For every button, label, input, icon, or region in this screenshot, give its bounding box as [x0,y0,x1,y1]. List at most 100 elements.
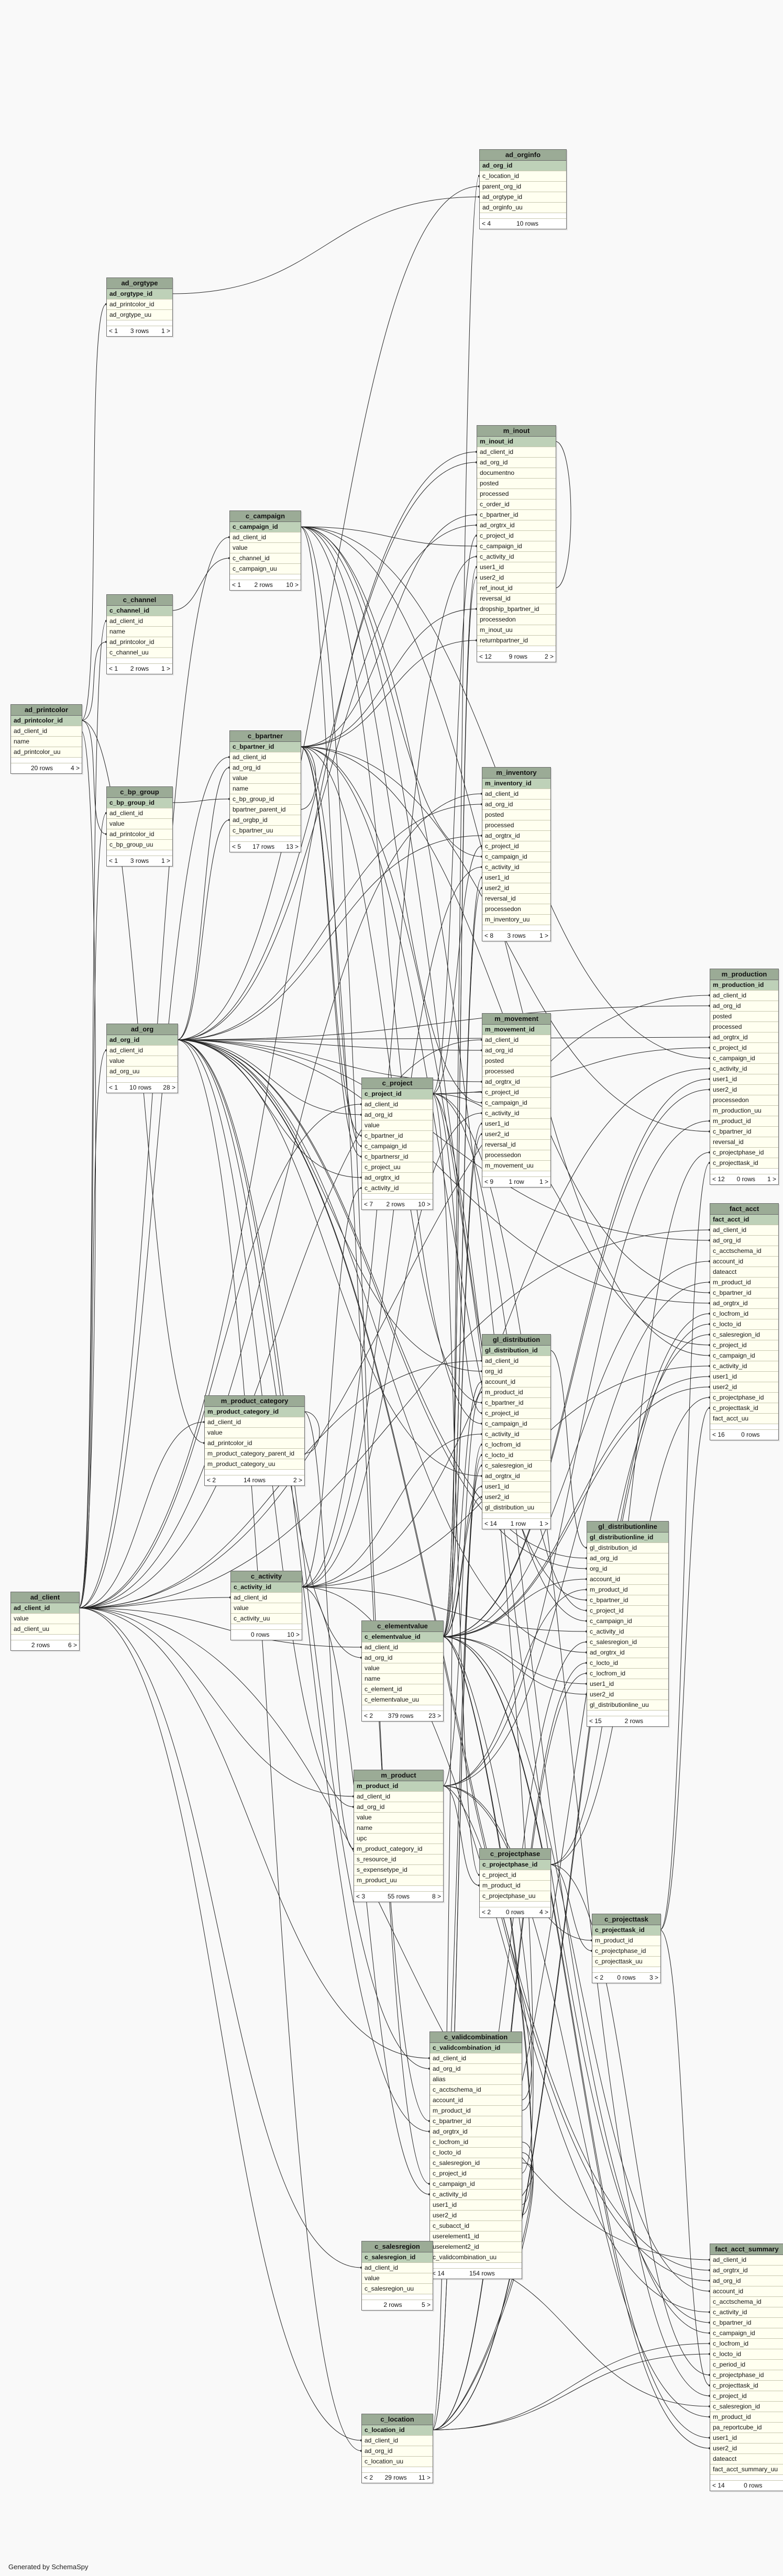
table-column: c_order_id [477,499,556,510]
footer-parents[interactable]: < 2 [207,1476,216,1484]
footer-children[interactable]: 1 > [161,665,170,672]
footer-parents[interactable]: < 1 [232,581,241,589]
footer-parents[interactable]: < 12 [479,653,492,660]
table-column: ad_client_id [107,1046,178,1056]
table-column: c_locto_id [482,1450,550,1461]
footer-children[interactable]: 11 > [418,2474,431,2481]
footer-children[interactable]: 2 > [293,1476,302,1484]
table-column: c_subacct_id [430,2221,522,2231]
footer-parents[interactable]: < 1 [109,857,118,864]
footer-parents[interactable]: < 7 [364,1201,373,1208]
footer-parents[interactable]: < 14 [432,2270,445,2277]
footer-children[interactable]: 4 > [70,764,80,772]
footer-parents[interactable]: < 12 [712,1175,725,1183]
table-column: ad_org_id [587,1553,668,1564]
footer-parents[interactable]: < 4 [482,220,491,227]
footer-parents[interactable]: < 2 [364,1712,373,1719]
footer-parents[interactable]: < 5 [232,843,241,850]
footer-children[interactable]: 3 > [649,1974,658,1981]
table-column: account_id [482,1377,550,1387]
relationship-line [301,1434,482,1587]
footer-children[interactable]: 13 > [286,843,299,850]
footer-parents[interactable]: < 2 [364,2474,373,2481]
footer-children[interactable]: 1 > [161,327,170,335]
footer-parents[interactable]: < 8 [484,932,494,939]
footer-parents[interactable]: < 1 [109,665,118,672]
table-column: org_id [587,1564,668,1574]
table-column: c_campaign_id [482,1419,550,1429]
footer-children[interactable]: 1 > [539,1178,548,1185]
relationship-line [303,1411,320,1454]
table-column: reversal_id [477,594,556,604]
footer-children[interactable]: 1 > [161,857,170,864]
table-column: value [231,1603,302,1614]
footer-parents[interactable]: < 1 [109,1084,118,1091]
footer-children[interactable]: 1 > [539,932,548,939]
footer-parents[interactable]: < 9 [484,1178,494,1185]
footer-parents[interactable]: < 15 [589,1717,602,1725]
footer-children[interactable]: 6 > [68,1641,77,1649]
footer-children[interactable]: 2 > [544,653,554,660]
footer-children[interactable]: 1 > [539,1520,548,1527]
footer-children[interactable]: 5 > [421,2301,431,2308]
primary-key-column: c_projecttask_id [592,1925,660,1936]
footer-children[interactable]: 10 > [286,581,299,589]
footer-children[interactable]: 1 > [767,1175,776,1183]
footer-children[interactable]: 28 > [163,1084,175,1091]
footer-parents[interactable]: < 14 [484,1520,497,1527]
table-column: ad_org_uu [107,1067,178,1077]
footer-parents[interactable]: < 16 [712,1431,725,1438]
table-column: c_activity_id [362,1183,433,1194]
footer-children[interactable]: 23 > [428,1712,441,1719]
footer-children[interactable]: 10 > [287,1631,300,1638]
footer-children[interactable]: 10 > [418,1201,431,1208]
table-column: m_product_id [430,2106,522,2116]
footer-parents[interactable]: < 1 [109,327,118,335]
footer-parents[interactable]: < 14 [712,2482,725,2489]
table-column: ad_client_id [354,1792,443,1802]
table-column: ad_client_uu [11,1624,79,1635]
relationship-line [177,1039,362,1178]
table-column: c_acctschema_id [710,2297,783,2307]
footer-children[interactable]: 8 > [432,1893,441,1900]
table-spacer [710,1169,778,1174]
table-column: org_id [482,1367,550,1377]
footer-parents[interactable]: < 3 [356,1893,366,1900]
table-column: ad_client_id [362,2436,433,2446]
footer-parents[interactable]: < 2 [482,1908,491,1916]
table-title: gl_distributionline [587,1522,668,1533]
footer-parents[interactable]: < 2 [594,1974,604,1981]
relationship-line [81,304,107,721]
footer-children[interactable]: 4 > [539,1908,548,1916]
